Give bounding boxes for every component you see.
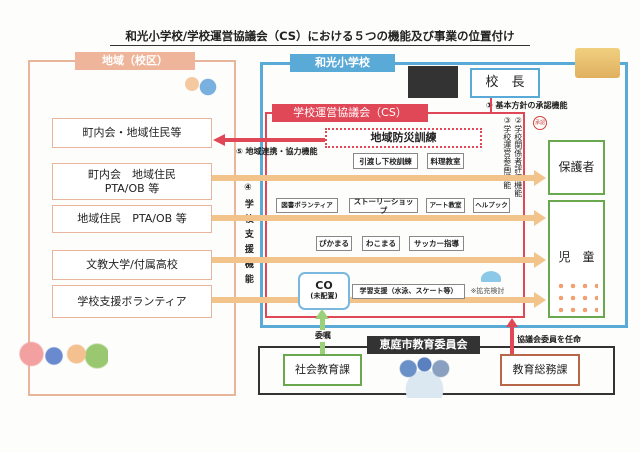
principal-box: 校 長 bbox=[470, 68, 540, 98]
activity-item: アート教室 bbox=[426, 198, 465, 213]
school-building-icon bbox=[575, 48, 620, 78]
appoint-arrowhead bbox=[506, 318, 518, 327]
school-box bbox=[260, 62, 628, 328]
board-header: 恵庭市教育委員会 bbox=[367, 336, 480, 354]
activity-item: 料理教室 bbox=[427, 153, 464, 169]
entrust-arrowhead bbox=[315, 309, 329, 319]
swimming-illustration bbox=[477, 268, 505, 282]
activity-item: 図書ボランティア bbox=[276, 198, 338, 213]
activity-item: 引渡し下校訓練 bbox=[353, 153, 418, 169]
activity-item: わこまる bbox=[362, 236, 400, 251]
function-1-label: ① 基本方針の承認機能 bbox=[486, 101, 568, 111]
people-illustration bbox=[18, 338, 108, 378]
entrust-label: 委嘱 bbox=[308, 330, 338, 342]
approval-arrow bbox=[490, 98, 492, 112]
co-box: CO (未配置) bbox=[298, 272, 350, 310]
activity-item: サッカー指導 bbox=[409, 236, 464, 251]
cooperation-arrow bbox=[225, 138, 325, 142]
staff-photo bbox=[408, 66, 458, 98]
region-item: 地域住民 PTA/OB 等 bbox=[52, 205, 212, 233]
title: 和光小学校/学校運営協議会（CS）における５つの機能及び事業の位置付け bbox=[110, 28, 530, 46]
function-4-label: ④学校支援機能 bbox=[242, 183, 253, 289]
support-arrow bbox=[212, 252, 546, 268]
support-arrow bbox=[212, 292, 546, 308]
children-box: 児 童 bbox=[548, 200, 605, 321]
children-label: 児 童 bbox=[558, 250, 595, 264]
activity-item: ぴかまる bbox=[316, 236, 352, 251]
function-2-label: ②学校関係者評価機能 bbox=[513, 116, 523, 197]
co-label: CO bbox=[315, 279, 333, 292]
function-5-label: ⑤ 地域連携・協力機能 bbox=[236, 147, 318, 157]
co-sub-label: (未配置) bbox=[310, 292, 338, 301]
study-note: ※拡充検討 bbox=[470, 287, 505, 296]
activity-item: ストーリーショップ bbox=[349, 197, 418, 215]
function-3-label: ③学校運営参画機能 bbox=[502, 116, 512, 189]
appoint-arrow bbox=[510, 326, 514, 354]
region-item: 学校支援ボランティア bbox=[52, 285, 212, 318]
region-item: 町内会・地域住民等 bbox=[52, 118, 212, 148]
study-support-box: 学習支援（水泳、スケート等） bbox=[352, 284, 465, 299]
parents-box: 保護者 bbox=[548, 140, 605, 195]
support-arrow bbox=[212, 170, 546, 186]
cs-header: 学校運営協議会（CS） bbox=[272, 104, 428, 122]
general-affairs-box: 教育総務課 bbox=[500, 354, 580, 386]
disaster-drill-box: 地域防災訓練 bbox=[325, 128, 482, 148]
activity-item: ヘルプック bbox=[473, 198, 510, 213]
region-item: 町内会 地域住民 PTA/OB 等 bbox=[52, 163, 212, 200]
people-illustration bbox=[180, 72, 220, 102]
children-illustration bbox=[555, 280, 598, 321]
meeting-illustration bbox=[392, 356, 457, 398]
social-education-box: 社会教育課 bbox=[283, 354, 362, 386]
region-header: 地域（校区） bbox=[75, 52, 195, 70]
support-arrow bbox=[212, 210, 546, 226]
stamp-icon: 承認 bbox=[533, 116, 547, 130]
cooperation-arrowhead bbox=[213, 134, 225, 146]
school-header: 和光小学校 bbox=[290, 54, 395, 72]
region-item: 文教大学/付属高校 bbox=[52, 250, 212, 280]
appoint-label: 協議会委員を任命 bbox=[517, 335, 581, 345]
